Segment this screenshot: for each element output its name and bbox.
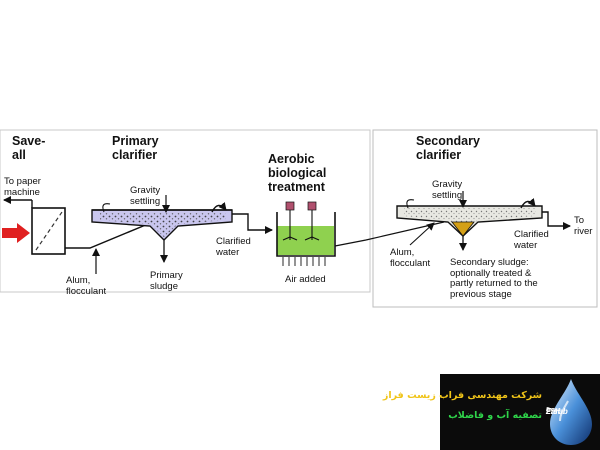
stage-title-aerobic: Aerobic biological treatment — [268, 152, 327, 194]
clarified-line-2 — [542, 211, 571, 230]
secondary-panel-border — [372, 129, 598, 308]
label-secondary-sludge: Secondary sludge: optionally treated & p… — [450, 257, 538, 300]
label-clarified-water-2: Clarified water — [514, 229, 549, 251]
label-gravity-settling-1: Gravity settling — [130, 185, 161, 207]
logo-name-en-3: Faraz — [546, 407, 561, 413]
aeration-tank — [276, 201, 336, 266]
logo-name-en-2: Zist — [546, 407, 561, 416]
label-clarified-water-1: Clarified water — [216, 236, 251, 258]
clarified-line-1 — [232, 213, 273, 234]
label-alum-flocculant-2: Alum, flocculant — [390, 247, 431, 269]
stage-title-primary: Primary clarifier — [112, 134, 159, 162]
label-gravity-settling-2: Gravity settling — [432, 179, 463, 201]
aeration-to-secondary-line — [334, 239, 367, 247]
company-logo: شرکت مهندسی فراب زیست فراز تصفیه آب و فا… — [383, 374, 600, 450]
stage-title-secondary: Secondary clarifier — [416, 134, 480, 162]
label-to-paper-machine: To paper machine — [4, 176, 41, 198]
label-air-added: Air added — [285, 274, 326, 285]
logo-name-en-1: Farab — [546, 407, 568, 416]
left-panel-border — [0, 129, 371, 293]
label-alum-flocculant-1: Alum, flocculant — [66, 275, 107, 297]
inlet-arrow — [2, 223, 30, 243]
feed-line — [65, 223, 149, 249]
alum-arrow-2 — [409, 222, 435, 246]
saveall-unit — [3, 196, 66, 255]
logo-company-name-fa: شرکت مهندسی فراب زیست فراز — [382, 390, 542, 401]
secondary-clarifier-tank — [396, 191, 543, 251]
primary-clarifier-tank — [91, 195, 233, 263]
stage-title-saveall: Save- all — [12, 134, 46, 162]
label-primary-sludge: Primary sludge — [150, 270, 183, 292]
water-drop-icon — [550, 379, 592, 445]
logo-service-fa: تصفیه آب و فاضلاب — [448, 410, 542, 421]
label-to-river: To river — [574, 215, 593, 237]
